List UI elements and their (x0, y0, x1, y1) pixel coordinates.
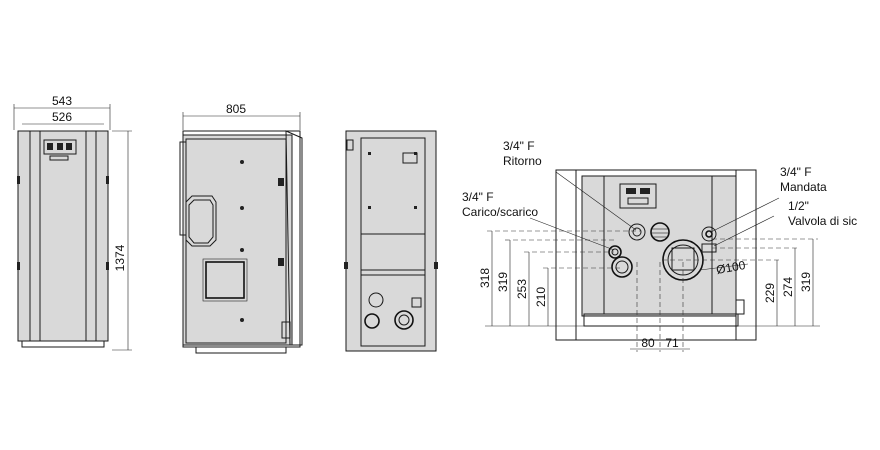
side-depth: 805 (226, 102, 246, 116)
dim-bottom-80: 80 (641, 336, 655, 350)
dim-left-210: 210 (534, 287, 548, 307)
mandata-size: 3/4" F (780, 165, 812, 179)
dims-bottom: 80 71 (630, 336, 690, 350)
flue-diameter-label: Ø100 (715, 258, 747, 277)
mandata-name: Mandata (780, 180, 827, 194)
dim-left-318: 318 (478, 268, 492, 288)
front-view: 543 526 1374 (13, 94, 132, 351)
ritorno-name: Ritorno (503, 154, 542, 168)
leader-lines (529, 171, 780, 251)
side-view: 805 (179, 102, 303, 354)
dim-right-274: 274 (781, 277, 795, 297)
carico-size: 3/4" F (462, 190, 494, 204)
dim-right-319: 319 (799, 272, 813, 292)
valvola-name: Valvola di sic (788, 214, 857, 228)
dims-right: 229 274 319 (738, 239, 820, 327)
rear-view-small (344, 130, 438, 352)
front-width-inner: 526 (52, 110, 72, 124)
dim-left-253: 253 (515, 279, 529, 299)
dims-left: 318 319 253 210 (478, 231, 584, 327)
dim-right-229: 229 (763, 283, 777, 303)
control-panel-icon (47, 143, 72, 150)
ritorno-size: 3/4" F (503, 139, 535, 153)
rear-view-detail: 318 319 253 210 229 274 319 80 71 Ø100 (462, 139, 857, 352)
dim-left-319: 319 (496, 272, 510, 292)
front-width-outer: 543 (52, 94, 72, 108)
front-height: 1374 (113, 244, 127, 271)
valvola-size: 1/2" (788, 199, 809, 213)
carico-name: Carico/scarico (462, 205, 538, 219)
dim-bottom-71: 71 (665, 336, 679, 350)
